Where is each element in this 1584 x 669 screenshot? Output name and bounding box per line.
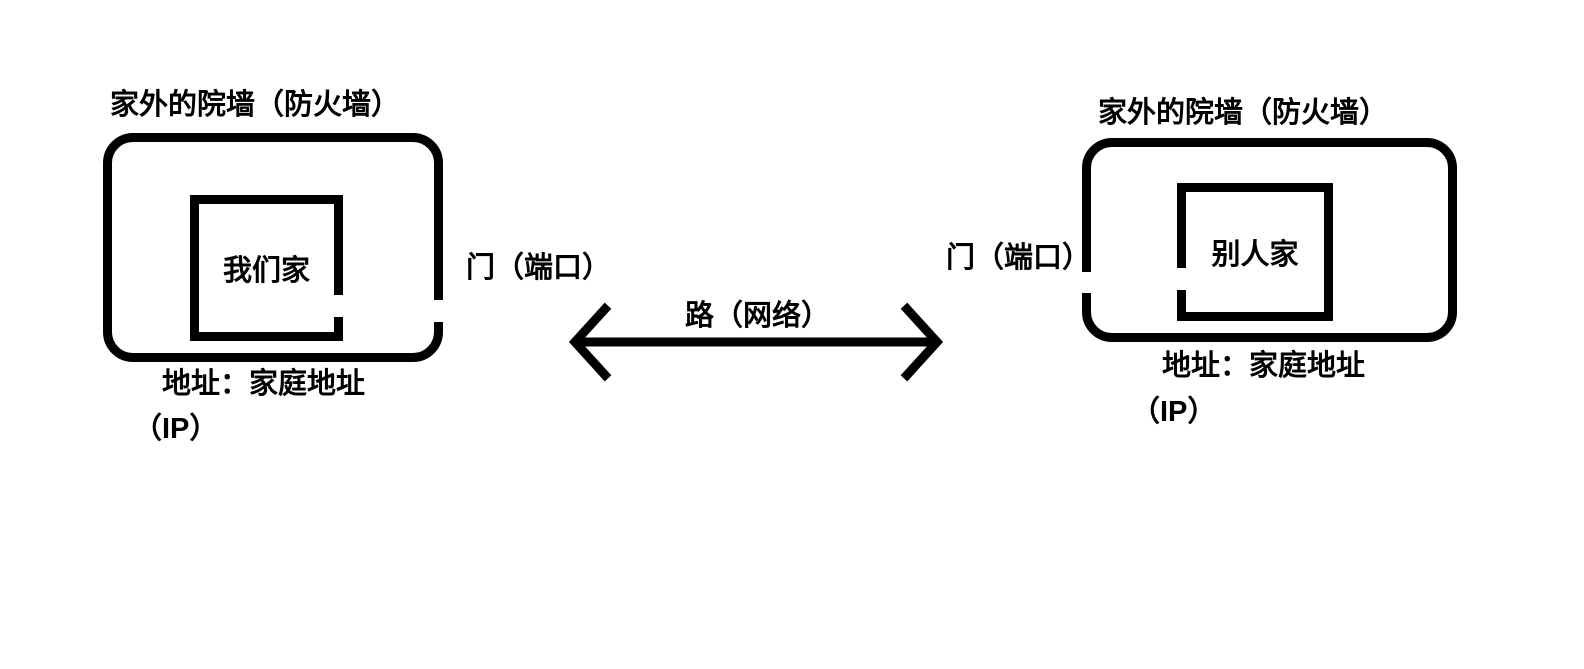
right-wall-door-gap: [1079, 272, 1095, 293]
right-firewall-wall: [1082, 138, 1457, 342]
right-address-label: 地址：家庭地址: [1162, 350, 1366, 382]
left-home-box: 我们家: [190, 195, 343, 341]
left-home-label: 我们家: [222, 255, 310, 287]
right-port-label: 门（端口）: [946, 242, 1092, 274]
right-firewall-label: 家外的院墙（防火墙）: [1098, 97, 1389, 129]
left-home-door-gap: [330, 295, 346, 317]
left-port-label: 门（端口）: [466, 252, 612, 284]
left-firewall-label: 家外的院墙（防火墙）: [110, 89, 401, 121]
left-wall-door-gap: [431, 300, 447, 322]
left-firewall-wall: [103, 133, 443, 362]
right-home-door-gap: [1174, 268, 1190, 290]
left-address-label: 地址：家庭地址: [162, 368, 366, 400]
right-ip-label: （IP）: [1131, 396, 1217, 428]
road-network-label: 路（网络）: [684, 300, 830, 332]
right-home-label: 别人家: [1211, 239, 1299, 271]
right-home-box: 别人家: [1177, 183, 1333, 321]
left-ip-label: （IP）: [133, 413, 219, 445]
double-headed-arrow: [568, 302, 944, 382]
